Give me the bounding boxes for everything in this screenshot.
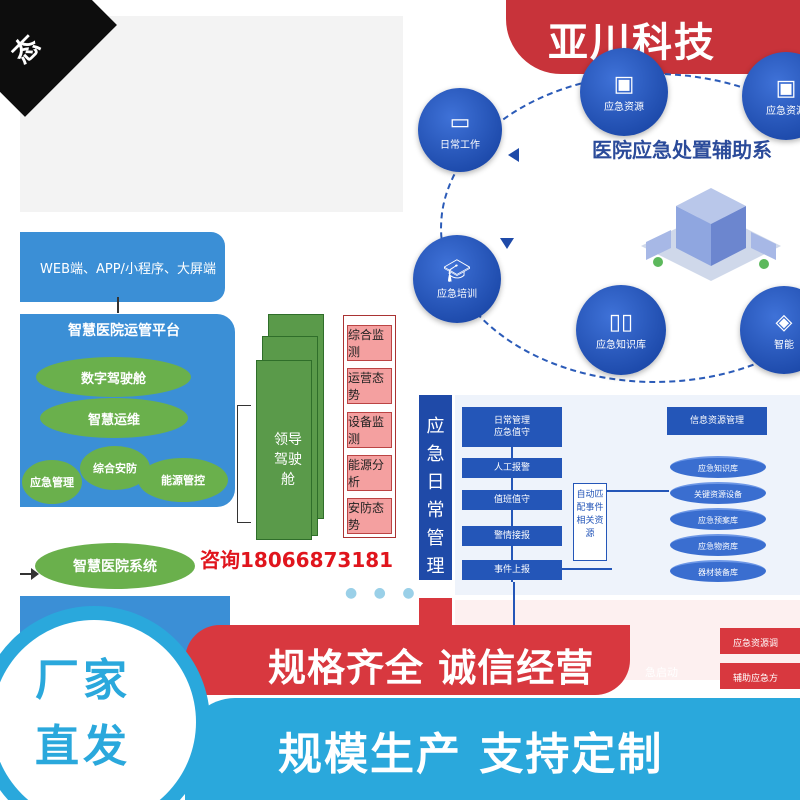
badge-text: 厂家 直发 (35, 648, 131, 780)
client-bar: WEB端、APP/小程序、大屏端 (20, 232, 225, 302)
flow-side-char: 常 (426, 500, 445, 521)
slogan-secondary: 规模生产 支持定制 (278, 729, 664, 780)
node-label: 智能 (774, 339, 794, 351)
monitor-list (343, 315, 396, 538)
badge-line: 厂家 (35, 655, 131, 706)
smart-icon: ◈ (775, 309, 793, 335)
building-left-face (676, 206, 711, 266)
node-label: 应急知识库 (596, 339, 646, 351)
match-box: 自动匹配事件相关资源 (573, 483, 607, 561)
flow-line (511, 447, 513, 582)
cockpit-label: 领导驾驶舱 (268, 430, 308, 490)
node-daily-work: ▭ 日常工作 (418, 88, 502, 172)
node-resource-extra: ▣ 应急资源 (742, 52, 800, 140)
hospital-system: 智慧医院系统 (35, 543, 195, 589)
database-item: 关键资源设备 (670, 482, 766, 504)
slogan-band-blue (185, 698, 800, 800)
monitor-item: 运营态势 (347, 368, 392, 404)
node-training: 🎓︎ 应急培训 (413, 235, 501, 323)
database-item: 应急预案库 (670, 508, 766, 530)
building-right-face (711, 206, 746, 266)
database-item: 器材装备库 (670, 560, 766, 582)
flow-side-char: 应 (426, 416, 445, 437)
flow-side-title: 应急日常管理 (419, 395, 452, 580)
cockpit-label-line: 舱 (281, 472, 295, 488)
monitor-icon: ▭ (449, 109, 471, 135)
wing-left (646, 230, 671, 260)
flow-side-char: 管 (426, 528, 445, 549)
book-icon: ▯▯ (608, 309, 634, 335)
module-energy: 能源管控 (138, 458, 228, 502)
consult-phone: 咨询18066873181 (200, 548, 394, 572)
red-step-box (720, 663, 800, 689)
resource-icon: ▣ (613, 71, 635, 97)
connector-line (117, 297, 119, 313)
hospital-building-illustration (641, 188, 781, 281)
cockpit-card-front (256, 360, 312, 540)
graduation-cap-icon: 🎓︎ (443, 258, 471, 284)
monitor-item: 综合监测 (347, 325, 392, 361)
node-label: 日常工作 (440, 139, 480, 151)
node-resource: ▣ 应急资源 (580, 48, 668, 136)
monitor-item: 能源分析 (347, 455, 392, 491)
flow-header-line: 应急值守 (493, 428, 530, 438)
flow-side-char: 日 (426, 472, 445, 493)
flow-side-red (419, 598, 452, 628)
node-label: 应急资源 (604, 101, 644, 113)
tree-icon (653, 257, 663, 267)
node-label: 应急培训 (437, 288, 477, 300)
database-item: 应急物资库 (670, 534, 766, 556)
flow-link (607, 490, 669, 492)
node-label: 应急资源 (766, 105, 800, 117)
flow-partial-label: 急启动 (645, 666, 678, 679)
module-smart-ops: 智慧运维 (40, 398, 188, 438)
slogan-band-red (185, 625, 630, 695)
cockpit-label-line: 领导 (274, 432, 302, 448)
red-step-label: 应急资源调 (733, 639, 779, 649)
database-item: 应急知识库 (670, 456, 766, 478)
platform-title: 智慧医院运管平台 (68, 323, 180, 339)
badge-line: 直发 (35, 721, 131, 772)
tree-icon (759, 259, 769, 269)
flow-link (562, 568, 612, 570)
arrow-head-icon (31, 568, 39, 580)
cockpit-label-line: 驾驶 (274, 452, 302, 468)
module-digital-cockpit: 数字驾驶舱 (36, 357, 191, 397)
monitor-item: 设备监测 (347, 412, 392, 448)
arrow-line (20, 573, 36, 575)
ring-title: 医院应急处置辅助系 (592, 138, 772, 162)
flow-side-char: 理 (426, 556, 445, 577)
bracket-line (237, 405, 251, 523)
node-knowledge: ▯▯ 应急知识库 (576, 285, 666, 375)
ring-arrow-icon (508, 148, 519, 162)
red-step-label: 辅助应急方 (733, 674, 779, 684)
flow-step: 警情接报 (462, 526, 562, 546)
flow-step: 事件上报 (462, 560, 562, 580)
slogan-primary: 规格齐全 诚信经营 (268, 646, 595, 690)
info-header: 信息资源管理 (667, 407, 767, 435)
page-dots: ● ● ● (345, 585, 421, 601)
red-step-box (720, 628, 800, 654)
monitor-item: 安防态势 (347, 498, 392, 534)
ring-arrow-icon (500, 238, 514, 249)
flow-step: 人工报警 (462, 458, 562, 478)
flow-header: 日常管理 应急值守 (462, 407, 562, 447)
flow-header-line: 日常管理 (493, 416, 530, 426)
flow-side-char: 急 (426, 444, 445, 465)
module-emergency: 应急管理 (22, 460, 82, 504)
badge-inner (0, 620, 196, 800)
flow-step: 值班值守 (462, 490, 562, 510)
wing-right (751, 232, 776, 260)
resource-icon: ▣ (775, 75, 797, 101)
